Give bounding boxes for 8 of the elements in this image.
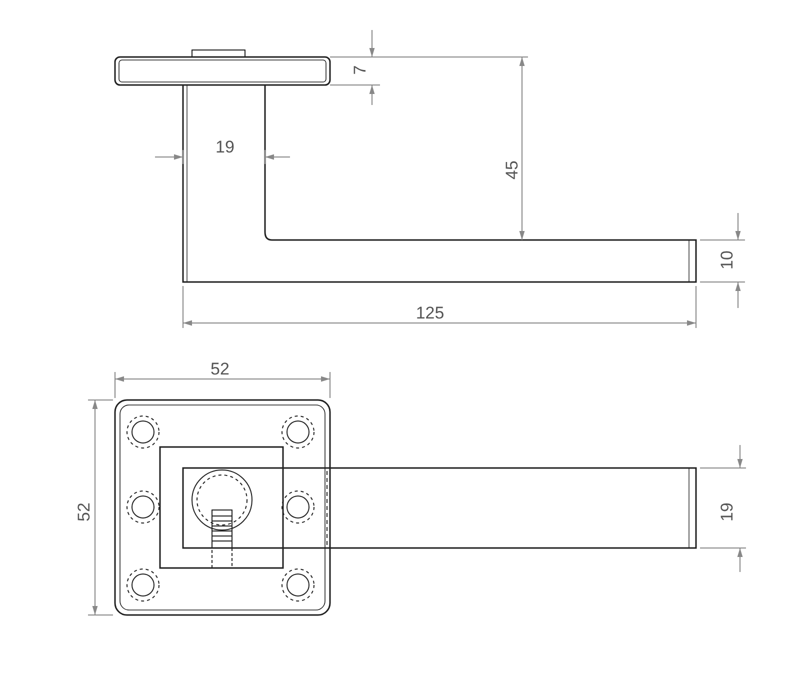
dimension-label: 52 bbox=[76, 502, 92, 522]
dimension-label: 52 bbox=[210, 360, 230, 378]
dimension-label: 19 bbox=[216, 138, 234, 156]
dimension-label: 7 bbox=[352, 65, 368, 75]
dimension-label: 10 bbox=[718, 250, 736, 270]
dimension-label: 45 bbox=[504, 160, 520, 180]
dimension-label: 19 bbox=[718, 502, 736, 522]
dimension-label: 125 bbox=[416, 304, 444, 322]
